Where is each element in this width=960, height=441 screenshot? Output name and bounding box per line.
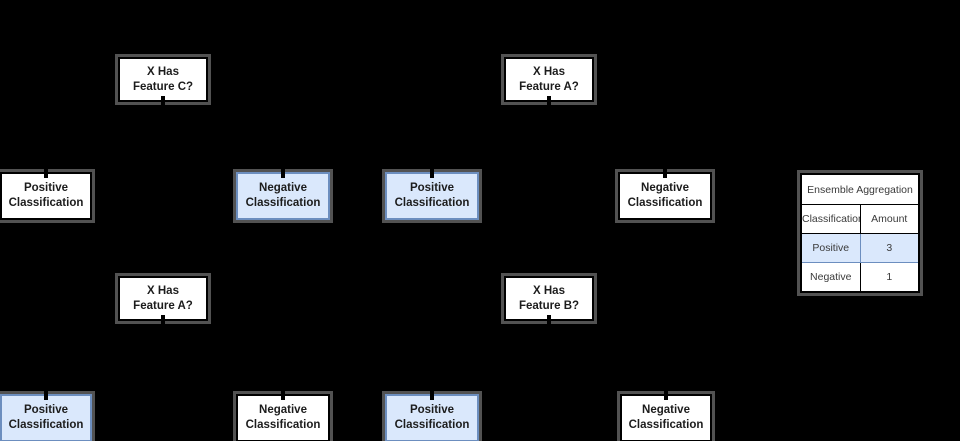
edge-tree2-left-drop — [431, 137, 433, 172]
tree3-leaf-negative-line2: Classification — [245, 419, 321, 431]
tree2-leaf-negative-line1: Negative — [641, 182, 689, 195]
tree1-leaf-positive-line2: Classification — [8, 197, 84, 209]
tree3-leaf-positive-line1: Positive — [23, 404, 69, 417]
connector-stub — [430, 389, 434, 400]
tree4-leaf-negative-line1: Negative — [642, 404, 690, 417]
edge-tree1-root-drop — [162, 102, 164, 137]
column-header-classification: Classification — [800, 204, 861, 234]
tree4-root-label-line1: X Has — [533, 284, 565, 297]
edge-tree4-horizontal — [432, 357, 666, 359]
edge-tree3-left-drop — [45, 357, 47, 394]
edge-tree1-left-drop — [45, 137, 47, 172]
edge-tree2-right-drop — [664, 137, 666, 172]
connector-stub — [663, 167, 667, 178]
tree1-leaf-negative: Negative Classification — [236, 167, 330, 220]
edge-tree2-root-drop — [548, 102, 550, 137]
aggregation-header-row: Classification Amount — [800, 204, 920, 234]
tree2-leaf-negative-line2: Classification — [627, 197, 703, 209]
edge-tree3-right-drop — [282, 357, 284, 394]
connector-stub — [44, 389, 48, 400]
tree4-leaf-positive: Positive Classification — [385, 389, 479, 441]
tree3-root-node: X Has Feature A? — [118, 276, 208, 326]
negative-classification-cell: Negative — [800, 262, 861, 293]
tree2-leaf-negative: Negative Classification — [618, 167, 712, 220]
edge-tree3-horizontal — [46, 357, 283, 359]
connector-stub — [430, 167, 434, 178]
edge-tree1-right-drop — [282, 137, 284, 172]
tree4-root-node: X Has Feature B? — [504, 276, 594, 326]
edge-tree4-root-drop — [548, 321, 550, 357]
connector-stub — [547, 96, 551, 107]
table-row-negative: Negative 1 — [800, 262, 920, 293]
edge-tree4-left-drop — [431, 357, 433, 394]
tree3-root-label-line1: X Has — [147, 284, 179, 297]
tree4-leaf-negative: Negative Classification — [620, 389, 712, 441]
tree2-leaf-positive-line1: Positive — [409, 182, 455, 195]
aggregation-title-row: Ensemble Aggregation — [800, 173, 920, 205]
tree4-leaf-negative-line2: Classification — [628, 419, 704, 431]
tree4-root-label-line2: Feature B? — [518, 299, 580, 312]
edge-tree4-right-drop — [665, 357, 667, 394]
tree2-root-label-line2: Feature A? — [519, 80, 579, 93]
edge-tree1-horizontal — [46, 137, 283, 139]
ensemble-aggregation-table: Ensemble Aggregation Classification Amou… — [800, 173, 920, 293]
edge-tree2-horizontal — [432, 137, 666, 139]
tree2-root-node: X Has Feature A? — [504, 57, 594, 107]
connector-stub — [281, 389, 285, 400]
edge-tree3-root-drop — [162, 321, 164, 357]
positive-amount-cell: 3 — [859, 233, 920, 263]
tree1-leaf-negative-line1: Negative — [259, 182, 307, 195]
connector-stub — [547, 315, 551, 326]
connector-stub — [664, 389, 668, 400]
connector-stub — [161, 96, 165, 107]
tree2-leaf-positive-line2: Classification — [394, 197, 470, 209]
connector-stub — [44, 167, 48, 178]
tree1-leaf-positive-line1: Positive — [23, 182, 69, 195]
tree3-leaf-positive-line2: Classification — [8, 419, 84, 431]
tree2-leaf-positive: Positive Classification — [385, 167, 479, 220]
aggregation-title: Ensemble Aggregation — [800, 173, 920, 205]
tree4-leaf-positive-line1: Positive — [409, 404, 455, 417]
tree2-root-label-line1: X Has — [533, 65, 565, 78]
tree3-root-label-line2: Feature A? — [133, 299, 193, 312]
tree4-leaf-positive-line2: Classification — [394, 419, 470, 431]
tree1-root-node: X Has Feature C? — [118, 57, 208, 107]
tree1-leaf-negative-line2: Classification — [245, 197, 321, 209]
tree1-root-label-line2: Feature C? — [132, 80, 194, 93]
tree1-leaf-positive: Positive Classification — [0, 167, 92, 220]
column-header-amount: Amount — [859, 204, 920, 234]
tree3-leaf-positive: Positive Classification — [0, 389, 92, 441]
positive-classification-cell: Positive — [800, 233, 861, 263]
table-row-positive: Positive 3 — [800, 233, 920, 263]
connector-stub — [281, 167, 285, 178]
tree3-leaf-negative-line1: Negative — [259, 404, 307, 417]
negative-amount-cell: 1 — [859, 262, 920, 293]
tree1-root-label-line1: X Has — [147, 65, 179, 78]
connector-stub — [161, 315, 165, 326]
tree3-leaf-negative: Negative Classification — [236, 389, 330, 441]
